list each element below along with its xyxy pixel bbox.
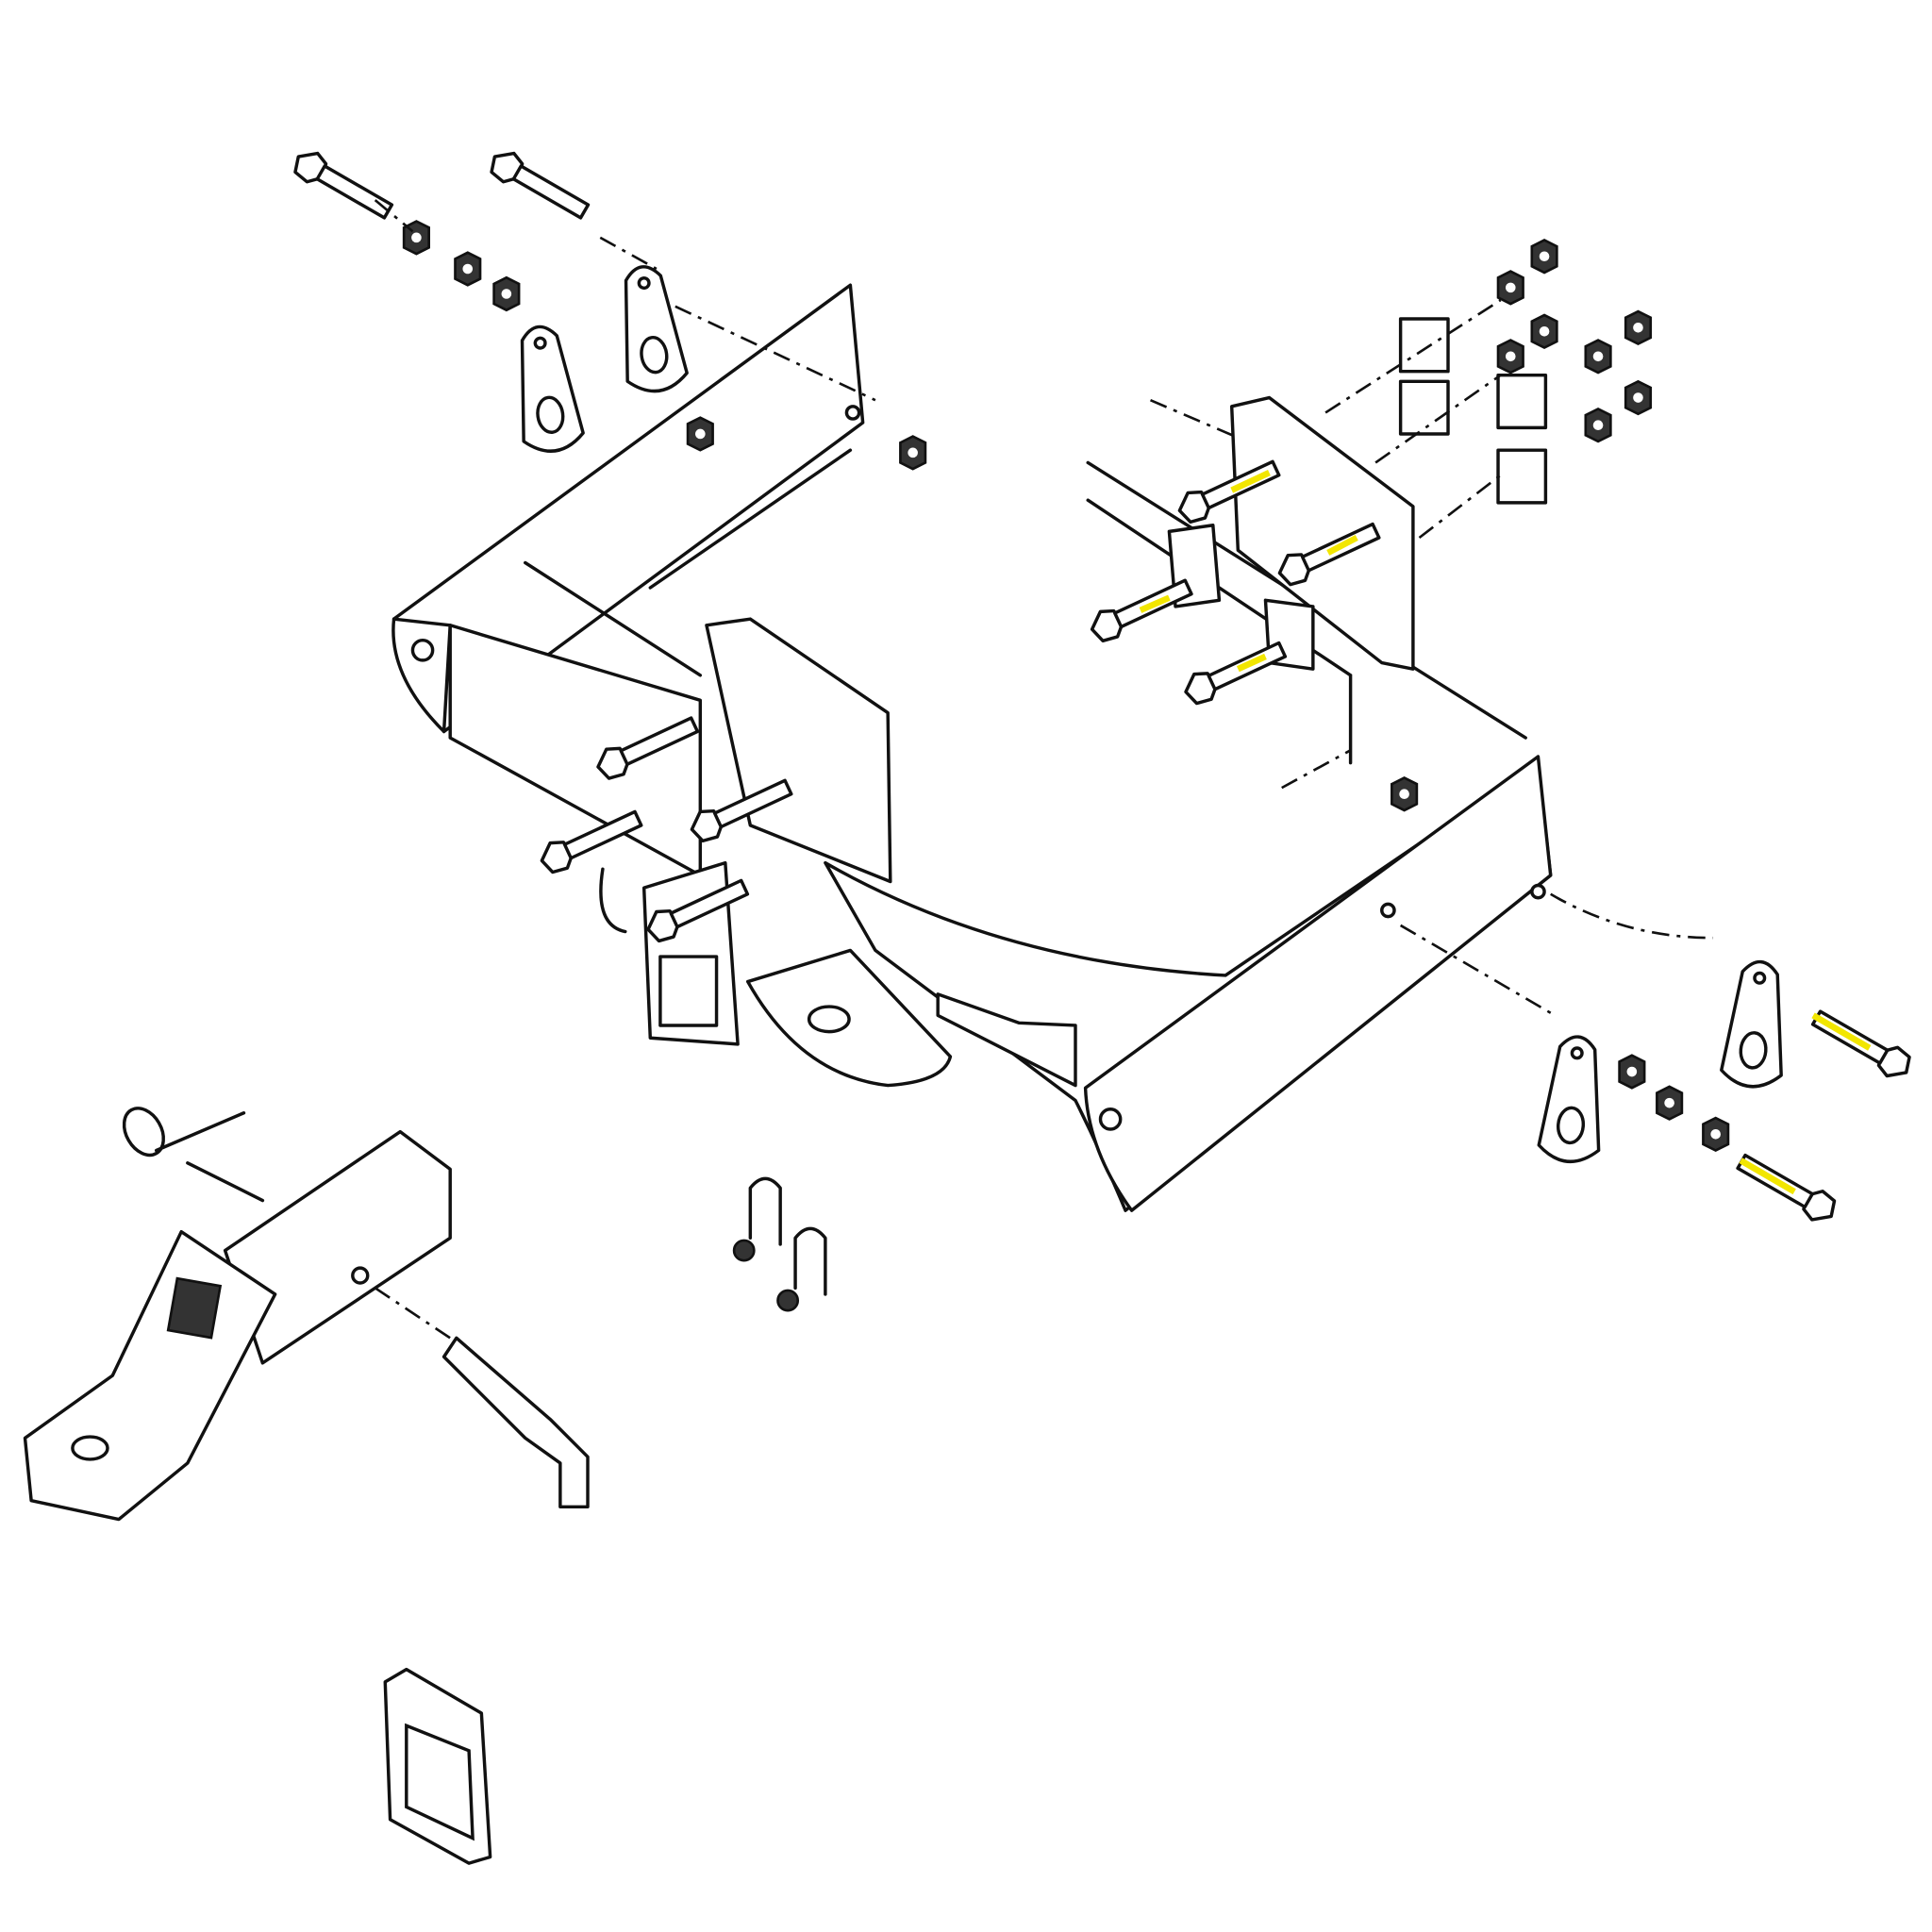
side-bracket-right xyxy=(1399,892,1917,1229)
side-bracket-left xyxy=(288,143,927,471)
bolt-icon xyxy=(288,143,398,226)
ball-mount-icon xyxy=(23,1129,452,1522)
lock-clip-icon xyxy=(122,1107,265,1203)
mounting-plate-icon xyxy=(1085,239,1653,812)
bolt-icon xyxy=(1732,1003,1917,1229)
receiver-hitch-icon xyxy=(599,617,953,1088)
hitch-pin-icon xyxy=(374,1287,590,1509)
receiver-cover-icon xyxy=(383,1667,492,1865)
nut-icon xyxy=(1618,1054,1730,1152)
bolt-icon xyxy=(1085,453,1384,709)
bolt-icon xyxy=(484,143,594,226)
safety-chain-shackle-icon xyxy=(732,1176,827,1312)
